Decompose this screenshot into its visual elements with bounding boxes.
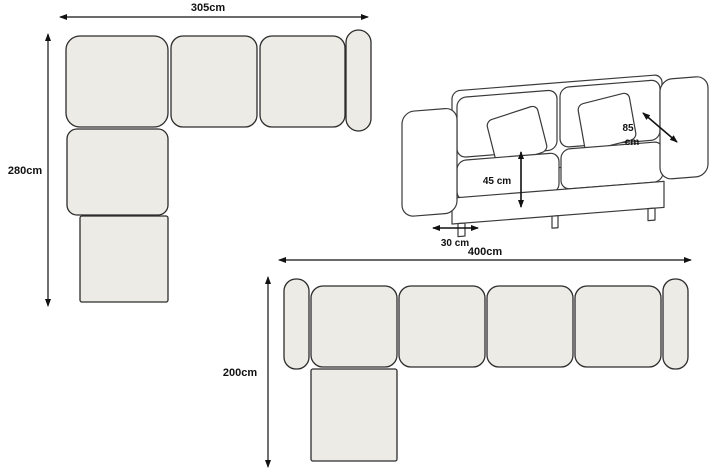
wide-plan-height-label: 200cm	[223, 367, 257, 379]
sketch-depth-arrow	[642, 112, 678, 143]
l-plan-width-label: 305cm	[191, 2, 225, 14]
wide-plan-width-label: 400cm	[468, 246, 502, 258]
sofa-sketch: 85 cm 45 cm 30 cm	[401, 74, 709, 249]
left-armrest	[283, 278, 310, 370]
sketch-seat-height-label: 45 cm	[483, 176, 511, 187]
sofa-arm-right	[659, 76, 709, 180]
sofa-line-art	[401, 74, 709, 238]
seat-cushion-1	[310, 285, 398, 368]
chaise-section	[79, 215, 169, 303]
sofa-leg-right	[647, 207, 656, 222]
seat-cushion-1	[170, 35, 258, 128]
sofa-arm-left	[401, 107, 458, 217]
seat-cushion-4	[574, 285, 662, 368]
wide-plan-sofa	[283, 278, 689, 462]
sketch-depth-unit: cm	[625, 137, 640, 148]
corner-section	[65, 35, 169, 128]
left-return-section	[66, 128, 169, 216]
l-sectional-plan: 305cm 280cm	[8, 2, 372, 307]
sketch-base-label: 30 cm	[441, 238, 469, 249]
sofa-leg-middle	[551, 215, 559, 229]
l-plan-height-label: 280cm	[8, 165, 42, 177]
seat-cushion-2	[398, 285, 486, 368]
l-plan-sofa	[65, 29, 372, 303]
sofa-leg-left	[457, 222, 466, 238]
sketch-depth-value: 85	[622, 123, 634, 134]
right-armrest	[662, 278, 689, 370]
chaise-section	[310, 368, 398, 462]
seat-cushion-2	[259, 35, 346, 128]
seat-cushion-3	[486, 285, 574, 368]
right-armrest	[345, 29, 372, 132]
wide-sectional-plan: 400cm 200cm	[223, 246, 692, 468]
